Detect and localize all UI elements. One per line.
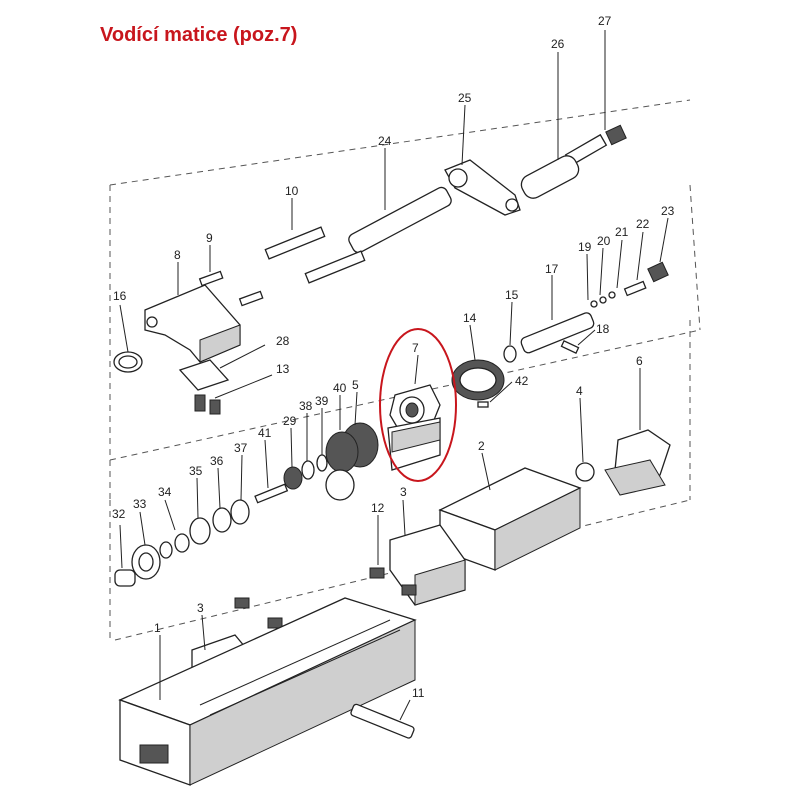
part-41-pin (254, 439, 289, 504)
label-26: 26 (551, 37, 565, 51)
label-14: 14 (463, 311, 477, 325)
part-27-bolt (564, 30, 627, 167)
label-23: 23 (661, 204, 675, 218)
label-2: 2 (478, 439, 485, 453)
label-11: 11 (412, 686, 425, 700)
part-number-labels: 27 26 25 24 10 9 8 16 28 13 23 22 21 20 … (112, 14, 675, 700)
part-9-pins (198, 245, 264, 307)
label-36: 36 (210, 454, 224, 468)
diagram-title: Vodící matice (poz.7) (100, 24, 298, 46)
label-25: 25 (458, 91, 472, 105)
part-8-bracket (144, 262, 241, 363)
label-18: 18 (596, 322, 610, 336)
label-16: 16 (113, 289, 127, 303)
label-15: 15 (505, 288, 519, 302)
label-9: 9 (206, 231, 213, 245)
label-5: 5 (352, 378, 359, 392)
part-16-ring (113, 304, 143, 373)
label-38: 38 (299, 399, 313, 413)
part-12-screws (369, 515, 417, 596)
part-7-guide-nut (387, 354, 441, 471)
part-18-key (560, 329, 596, 354)
label-41: 41 (258, 426, 272, 440)
part-11-screw (350, 699, 415, 739)
label-22: 22 (636, 217, 650, 231)
label-4: 4 (576, 384, 583, 398)
label-20: 20 (597, 234, 611, 248)
part-10-screws (264, 198, 366, 284)
label-12: 12 (371, 501, 385, 515)
label-7: 7 (412, 341, 419, 355)
part-28-plate (178, 344, 266, 391)
label-17: 17 (545, 262, 559, 276)
part-42-pin (477, 381, 513, 408)
label-8: 8 (174, 248, 181, 262)
part-15-ring (503, 301, 517, 363)
part-4-ball (575, 397, 595, 482)
part-24-shaft (348, 148, 452, 254)
label-21: 21 (615, 225, 629, 239)
label-27: 27 (598, 14, 612, 28)
part-13-screw (194, 374, 273, 415)
part-5-40-worm-assembly (325, 391, 379, 501)
label-34: 34 (158, 485, 172, 499)
part-32-37-bearings (114, 454, 250, 587)
label-42: 42 (515, 374, 529, 388)
label-3-lower: 3 (197, 601, 204, 615)
label-33: 33 (133, 497, 147, 511)
label-32: 32 (112, 507, 126, 521)
label-1: 1 (154, 621, 161, 635)
label-37: 37 (234, 441, 248, 455)
part-19-23-small-parts (586, 217, 669, 308)
part-25-crank (444, 104, 521, 216)
part-26-grip (520, 52, 580, 199)
label-39: 39 (315, 394, 329, 408)
label-19: 19 (578, 240, 592, 254)
label-6: 6 (636, 354, 643, 368)
label-13: 13 (276, 362, 290, 376)
part-14-worm (451, 324, 505, 401)
label-10: 10 (285, 184, 299, 198)
part-17-shaft (520, 275, 595, 354)
part-29-38-39-rings (283, 408, 328, 490)
label-28: 28 (276, 334, 290, 348)
part-3-screws (234, 597, 283, 629)
label-24: 24 (378, 134, 392, 148)
label-40: 40 (333, 381, 347, 395)
label-35: 35 (189, 464, 203, 478)
label-3-upper: 3 (400, 485, 407, 499)
highlight-circle (379, 328, 457, 482)
part-6-block (604, 368, 671, 496)
label-29: 29 (283, 414, 297, 428)
part-1-vise-base (118, 597, 417, 786)
part-2-block (438, 452, 582, 571)
